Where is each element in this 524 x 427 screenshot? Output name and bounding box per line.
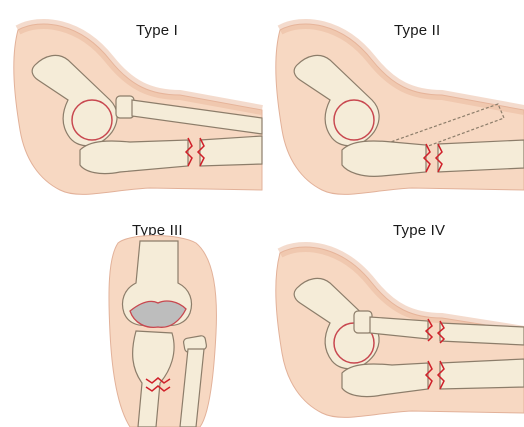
radial-head — [354, 311, 372, 333]
type-i-illustration — [0, 0, 262, 213]
radial-head — [116, 96, 134, 118]
type-iv-illustration — [262, 213, 524, 427]
ulna-distal — [438, 140, 524, 172]
ulna — [342, 141, 426, 176]
ulna-distal — [200, 136, 262, 166]
ulna-distal — [440, 359, 524, 389]
radius-distal — [440, 323, 524, 345]
type-ii-illustration — [262, 0, 524, 213]
type-iii-illustration — [0, 213, 262, 427]
